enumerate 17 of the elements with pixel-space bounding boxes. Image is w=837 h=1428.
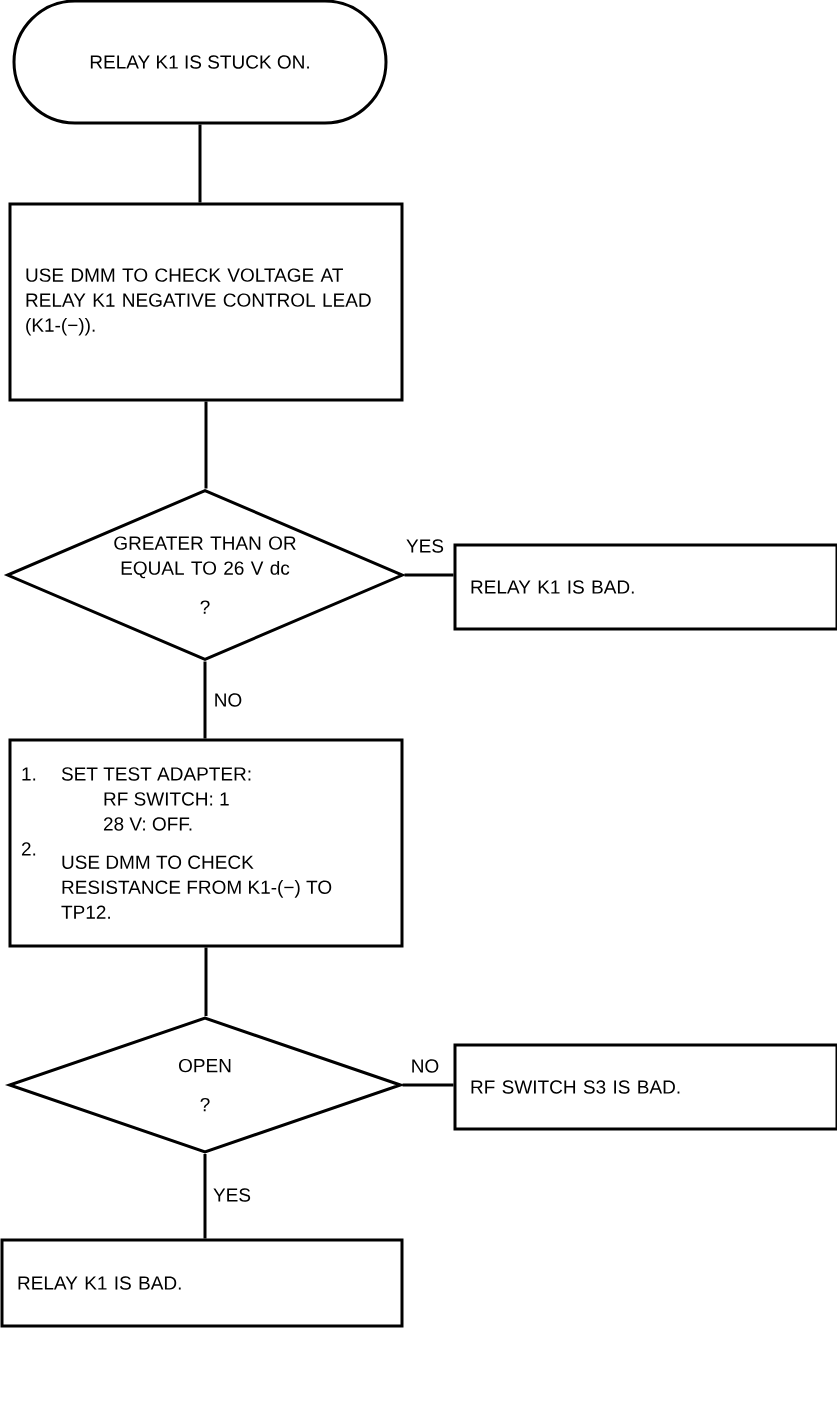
start-terminator: RELAY K1 IS STUCK ON. xyxy=(12,0,388,125)
connector-line xyxy=(203,661,207,739)
connector-line xyxy=(402,1083,454,1087)
edge-label: NO xyxy=(409,1058,441,1074)
edge-label: NO xyxy=(212,692,244,708)
connector-line xyxy=(204,947,208,1017)
edge-label: YES xyxy=(212,1187,252,1203)
connector-line xyxy=(198,124,202,203)
edge-label: YES xyxy=(405,538,445,554)
process-box: RELAY K1 IS BAD. xyxy=(0,1238,404,1328)
connector-line xyxy=(404,573,454,577)
process-box: USE DMM TO CHECK VOLTAGE AT RELAY K1 NEGATIVE CONTROL LEAD (K1-(−)). xyxy=(8,202,404,402)
process-box: 1. SET TEST ADAPTER: RF SWITCH: 1 28 V: OFF. 2. USE DMM TO CHECK RESISTANCE FROM K1-(−) TO TP12. xyxy=(8,738,404,948)
connector-line xyxy=(203,1153,207,1239)
connector-line xyxy=(204,401,208,489)
process-box: RF SWITCH S3 IS BAD. xyxy=(453,1043,837,1131)
process-box: RELAY K1 IS BAD. xyxy=(453,543,837,631)
